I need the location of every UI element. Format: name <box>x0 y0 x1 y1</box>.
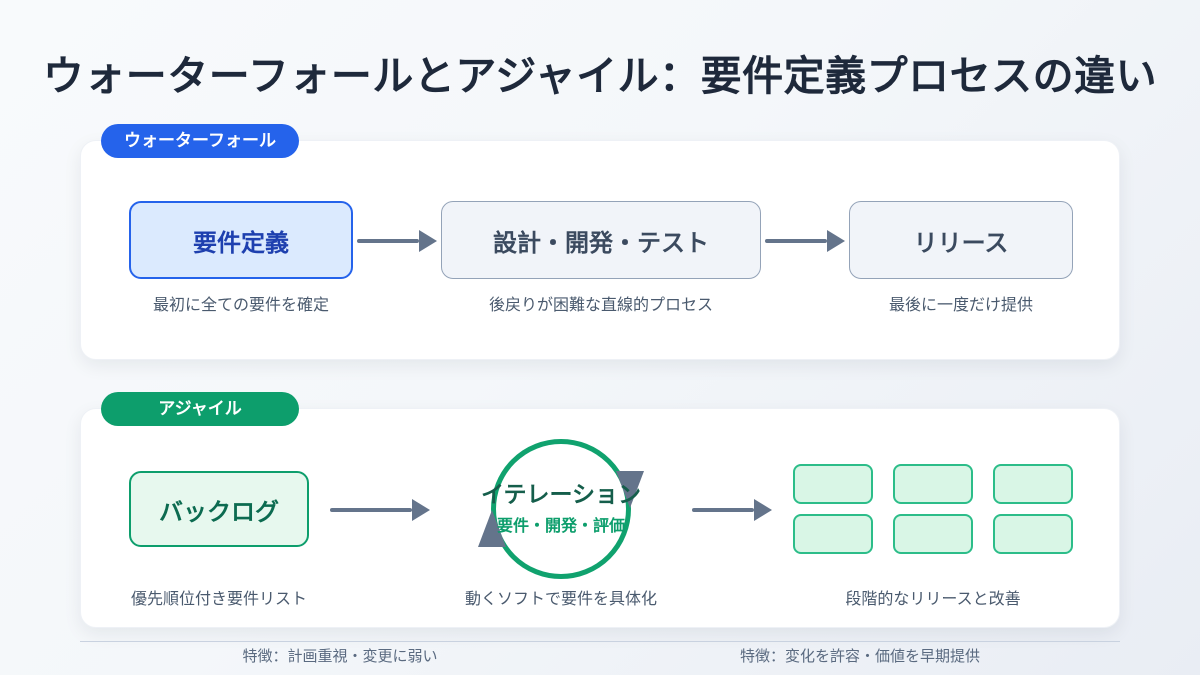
iteration-sublabel: 要件・開発・評価 <box>496 517 625 535</box>
release-box <box>893 464 973 504</box>
cycle-circle-icon <box>491 439 631 579</box>
release-box <box>793 514 873 554</box>
arrow-line <box>765 239 827 243</box>
release-grid <box>793 464 1073 554</box>
arrow-line <box>692 508 754 512</box>
agile-footer-note: 特徴：変化を許容・価値を早期提供 <box>739 648 980 665</box>
right-arrow-icon <box>330 499 430 521</box>
waterfall-card: ウォーターフォール 要件定義 最初に全ての要件を確定 設計・開発・テスト 後戻り… <box>80 124 1120 360</box>
waterfall-flow: 要件定義 最初に全ての要件を確定 設計・開発・テスト 後戻りが困難な直線的プロセ… <box>81 141 1119 315</box>
cycle-arrowhead-up-icon <box>478 510 506 547</box>
right-arrow-icon <box>692 499 772 521</box>
footer-row: 特徴：計画重視・変更に弱い 特徴：変化を許容・価値を早期提供 <box>80 645 1120 666</box>
arrow-line <box>357 239 419 243</box>
waterfall-step-design-dev-test: 設計・開発・テスト 後戻りが困難な直線的プロセス <box>441 201 761 315</box>
backlog-box: バックログ <box>129 471 309 547</box>
release-box <box>993 464 1073 504</box>
agile-flow: バックログ 優先順位付き要件リスト イテレーション 要件・開発・評価 <box>81 409 1119 609</box>
waterfall-badge: ウォーターフォール <box>101 124 299 158</box>
releases-caption: 段階的なリリースと改善 <box>845 591 1021 608</box>
footer-divider <box>80 641 1120 642</box>
cycle-arrowhead-down-icon <box>616 471 644 508</box>
arrow-line <box>330 508 412 512</box>
arrow-head <box>754 499 772 521</box>
iteration-visual: イテレーション 要件・開発・評価 <box>478 439 644 579</box>
arrow-head <box>419 230 437 252</box>
waterfall-step-release: リリース 最後に一度だけ提供 <box>849 201 1073 315</box>
requirements-caption: 最初に全ての要件を確定 <box>152 297 329 314</box>
agile-step-releases: 段階的なリリースと改善 <box>793 439 1073 609</box>
backlog-caption: 優先順位付き要件リスト <box>130 591 307 608</box>
iteration-caption: 動くソフトで要件を具体化 <box>464 591 657 608</box>
waterfall-footer-note: 特徴：計画重視・変更に弱い <box>242 648 438 665</box>
backlog-visual: バックログ <box>129 439 309 579</box>
right-arrow-icon <box>357 230 437 252</box>
release-box-label: リリース <box>849 201 1073 279</box>
waterfall-step-requirements: 要件定義 最初に全ての要件を確定 <box>129 201 353 315</box>
design-dev-test-box: 設計・開発・テスト <box>441 201 761 279</box>
agile-step-backlog: バックログ 優先順位付き要件リスト <box>129 439 309 609</box>
agile-badge: アジャイル <box>101 392 299 426</box>
agile-step-iteration: イテレーション 要件・開発・評価 動くソフトで要件を具体化 <box>451 439 671 609</box>
arrow-head <box>827 230 845 252</box>
arrow-head <box>412 499 430 521</box>
release-box <box>793 464 873 504</box>
agile-card: アジャイル バックログ 優先順位付き要件リスト <box>80 392 1120 628</box>
release-box <box>893 514 973 554</box>
release-caption: 最後に一度だけ提供 <box>888 297 1033 314</box>
design-dev-test-caption: 後戻りが困難な直線的プロセス <box>488 297 713 314</box>
requirements-box: 要件定義 <box>129 201 353 279</box>
page-title: ウォーターフォールとアジャイル：要件定義プロセスの違い <box>42 53 1158 99</box>
iteration-cycle: イテレーション 要件・開発・評価 <box>478 439 644 579</box>
release-box <box>993 514 1073 554</box>
iteration-label: イテレーション <box>480 480 642 507</box>
iteration-labels: イテレーション 要件・開発・評価 <box>481 439 641 579</box>
releases-visual <box>793 439 1073 579</box>
right-arrow-icon <box>765 230 845 252</box>
